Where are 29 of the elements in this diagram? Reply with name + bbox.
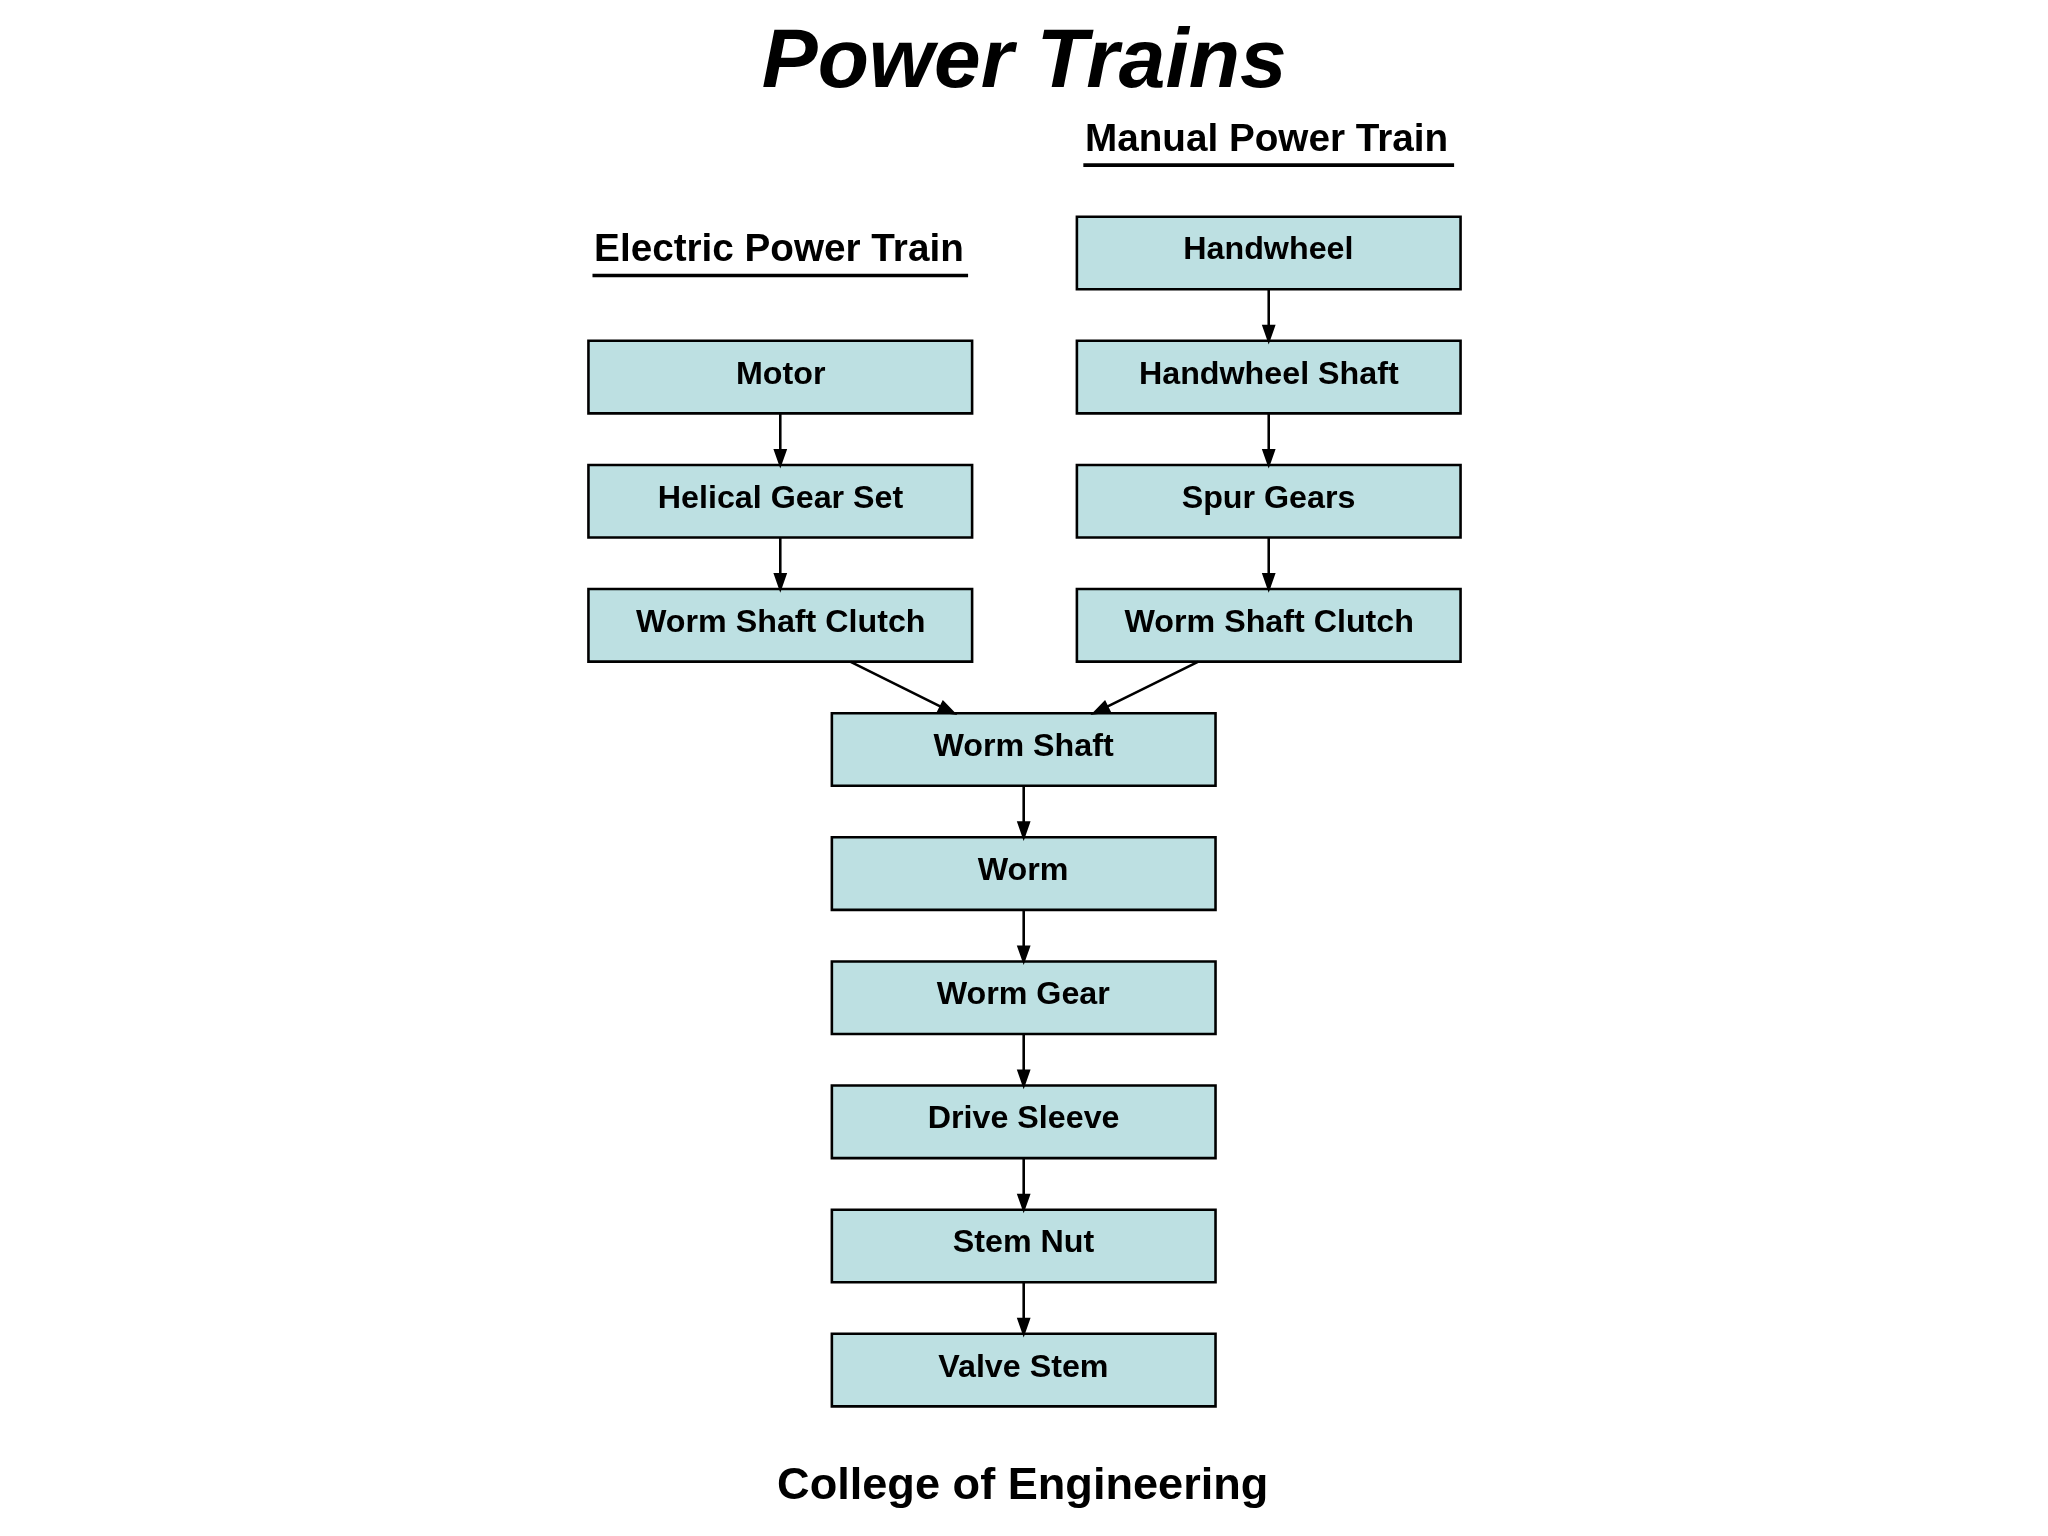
node-box: Motor [586, 339, 973, 415]
label: Electric Power Train [593, 226, 964, 270]
node-box: Helical Gear Set [586, 463, 973, 539]
diagram-title: Power Trains [761, 11, 1287, 106]
arrow [1016, 786, 1031, 841]
label: Manual Power Train [1084, 115, 1448, 159]
node-box: Valve Stem [830, 1332, 1217, 1408]
arrow [1261, 413, 1276, 469]
arrow [1016, 1034, 1031, 1090]
node-box: Worm Shaft Clutch [1075, 587, 1462, 663]
arrow [1016, 1282, 1031, 1338]
arrow [1261, 289, 1276, 345]
node-box: Spur Gears [1075, 463, 1462, 539]
node-box: Drive Sleeve [830, 1084, 1217, 1160]
arrow [1261, 537, 1276, 593]
arrow [1089, 660, 1198, 715]
node-box: Handwheel Shaft [1075, 339, 1462, 415]
arrow [849, 660, 957, 715]
arrow [1016, 1158, 1031, 1214]
node-box: Stem Nut [830, 1208, 1217, 1284]
node-box: Handwheel [1075, 215, 1462, 291]
node-box: Worm [830, 836, 1217, 912]
label: College of Engineering [776, 1457, 1268, 1509]
arrow [772, 413, 787, 469]
arrow [772, 537, 787, 593]
node-box: Worm Shaft [830, 711, 1217, 787]
arrow [1016, 910, 1031, 966]
node-box: Worm Shaft Clutch [586, 587, 973, 663]
node-box: Worm Gear [830, 960, 1217, 1036]
